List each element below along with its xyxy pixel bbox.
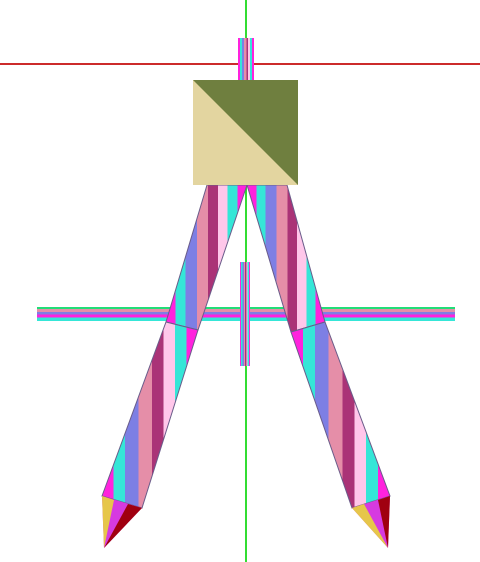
compass-head bbox=[193, 80, 298, 185]
right-tip-face-dark bbox=[378, 496, 390, 548]
right-leg-lower bbox=[290, 321, 391, 509]
center-shaft bbox=[240, 262, 250, 366]
left-leg-lower bbox=[101, 321, 199, 509]
head-dark-face bbox=[193, 80, 298, 185]
top-pin bbox=[238, 38, 254, 80]
right-tip-face-light bbox=[352, 504, 388, 548]
left-tip-face-dark bbox=[104, 504, 142, 548]
left-tip-face-light bbox=[102, 496, 114, 548]
